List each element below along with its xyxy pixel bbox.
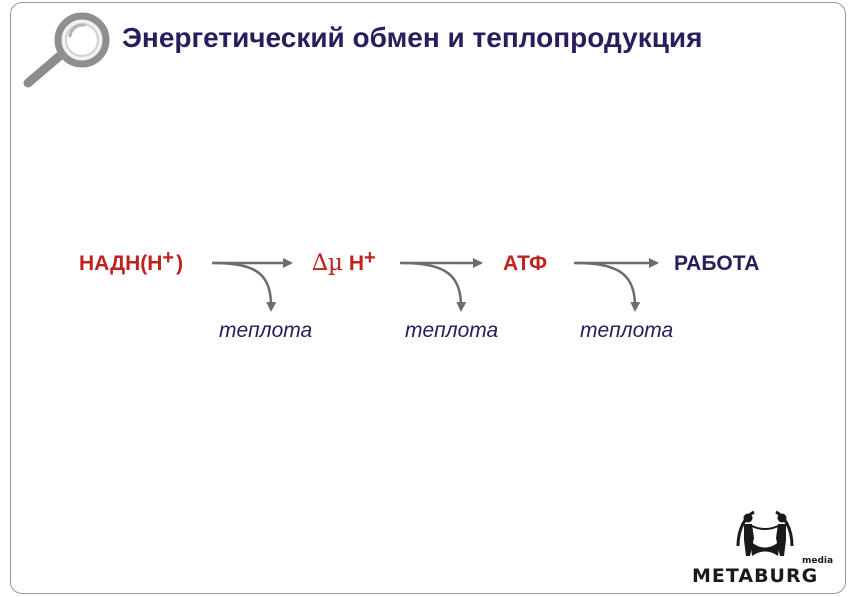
node-work: РАБОТА (674, 252, 759, 276)
node-potential-label: Н (348, 252, 365, 275)
node-work-label: РАБОТА (674, 252, 760, 275)
page-title: Энергетический обмен и теплопродукция (122, 22, 703, 53)
node-potential-symbol: ∆µ (312, 250, 344, 276)
logo-emblem-icon (736, 510, 794, 556)
node-atp-label: АТФ (503, 252, 548, 275)
logo-wordmark: METABURG (692, 565, 819, 587)
heat-label-3: теплота (580, 319, 674, 342)
slide-frame (10, 2, 846, 594)
metaburg-logo: media METABURG (692, 506, 838, 587)
arrow-nadh-to-potential (212, 258, 293, 312)
node-atp: АТФ (503, 252, 547, 276)
node-nadh: НАДН(Н+) (79, 248, 184, 276)
node-nadh-tail: ) (176, 252, 184, 275)
node-proton-potential: ∆µ Н+ (312, 247, 376, 276)
arrow-potential-to-atp (400, 258, 483, 312)
logo-media-text: media (802, 556, 834, 566)
node-nadh-sup: + (162, 247, 175, 269)
magnifier-icon (23, 12, 110, 88)
heat-label-2: теплота (405, 319, 499, 342)
heat-label-1: теплота (219, 319, 313, 342)
arrow-atp-to-work (574, 258, 659, 312)
node-nadh-label: НАДН(Н (79, 252, 163, 275)
node-potential-sup: + (364, 247, 376, 269)
